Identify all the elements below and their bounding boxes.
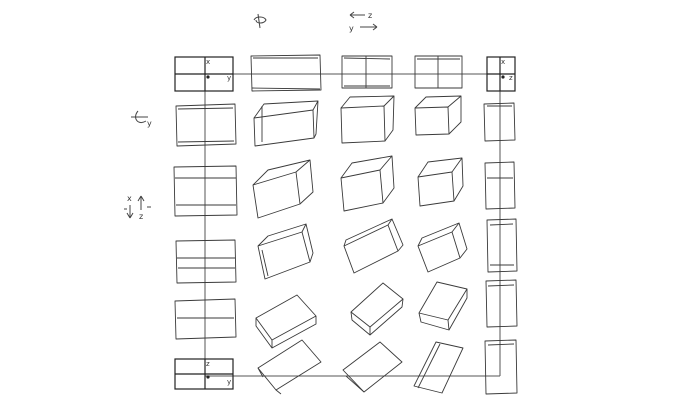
box-sketch <box>484 161 516 210</box>
box-sketch <box>340 95 395 144</box>
box-sketch <box>350 282 404 336</box>
box-sketch <box>343 218 404 274</box>
box-sketch <box>417 222 468 273</box>
box-sketch <box>486 218 518 273</box>
box-sketch <box>341 55 393 89</box>
corner-box-top-right <box>486 56 516 92</box>
box-sketch <box>252 159 314 219</box>
box-sketch <box>257 339 322 395</box>
box-sketch <box>484 339 518 395</box>
top-y-label: y <box>349 24 354 33</box>
box-sketch <box>173 165 238 217</box>
side-z-label: z <box>139 212 143 221</box>
bl-z-label: z <box>206 360 210 368</box>
side-y-label: y <box>147 119 152 128</box>
box-sketch <box>418 281 468 331</box>
box-sketch <box>417 157 464 207</box>
box-sketch <box>257 223 314 280</box>
tl-x-label: x <box>206 58 210 66</box>
box-sketch <box>250 54 322 92</box>
corner-box-bottom-left <box>174 358 234 390</box>
box-sketch <box>340 155 395 212</box>
rotate-side-icon <box>131 110 148 124</box>
box-sketch <box>175 239 237 284</box>
box-sketch <box>414 55 463 89</box>
bl-y-label: y <box>227 378 231 386</box>
tl-y-label: y <box>227 74 231 82</box>
top-z-label: z <box>368 11 372 20</box>
side-axis-arrows <box>124 195 151 219</box>
box-sketch <box>413 341 464 394</box>
side-x-label: x <box>127 194 132 203</box>
box-sketch <box>342 341 403 393</box>
reference-frame <box>204 73 501 377</box>
box-sketch <box>174 298 237 340</box>
box-sketch <box>485 279 518 328</box>
rotate-y-icon <box>253 13 267 29</box>
top-axis-arrows <box>349 11 378 31</box>
box-sketch <box>255 294 317 349</box>
box-sketch <box>414 95 462 136</box>
tr-x-label: x <box>501 58 505 66</box>
corner-box-top-left <box>174 56 234 92</box>
tr-z-label: z <box>509 74 513 82</box>
box-sketch <box>175 103 237 147</box>
box-sketch <box>253 100 319 147</box>
box-sketch <box>483 102 516 142</box>
